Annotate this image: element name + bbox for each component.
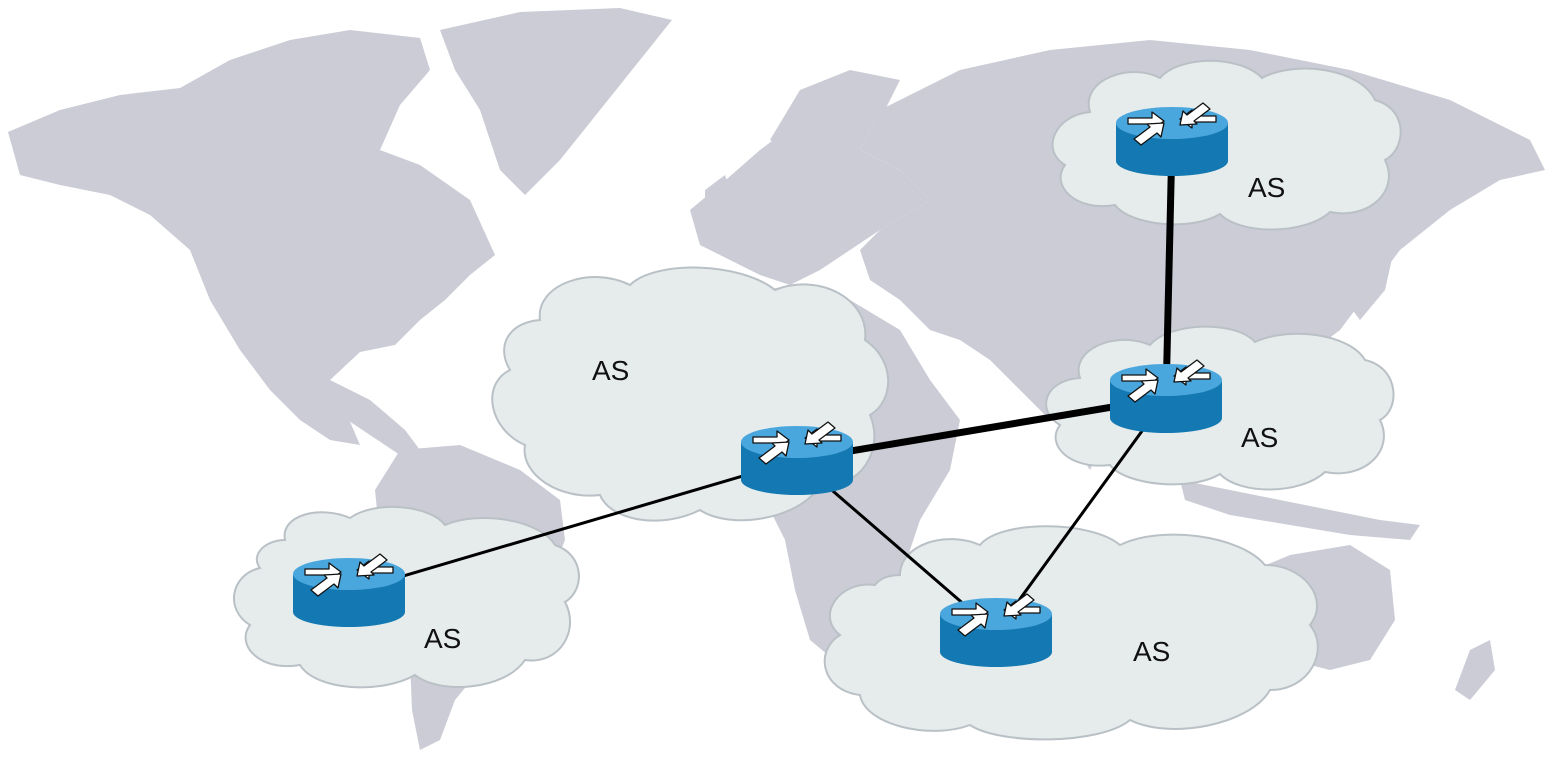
- link-africa-to-asia: [793, 394, 1170, 464]
- link-south-america-to-africa: [347, 458, 799, 594]
- as-label-africa: AS: [592, 355, 629, 386]
- as-label-russia: AS: [1248, 172, 1285, 203]
- as-cloud-south: [823, 525, 1319, 741]
- as-label-south: AS: [1133, 636, 1170, 667]
- link-south-to-asia: [994, 396, 1168, 634]
- as-labels: AS AS AS AS AS: [424, 172, 1285, 667]
- router-africa-router-icon: [740, 421, 854, 496]
- as-cloud-south-america: [233, 505, 580, 689]
- router-asia-router-icon: [1109, 359, 1223, 434]
- as-label-asia: AS: [1241, 422, 1278, 453]
- as-label-south-america: AS: [424, 623, 461, 654]
- router-south-america-router-icon: [292, 553, 406, 628]
- link-asia-to-russia: [1162, 137, 1176, 402]
- router-russia-router-icon: [1115, 102, 1229, 177]
- router-south-router-icon: [939, 593, 1053, 668]
